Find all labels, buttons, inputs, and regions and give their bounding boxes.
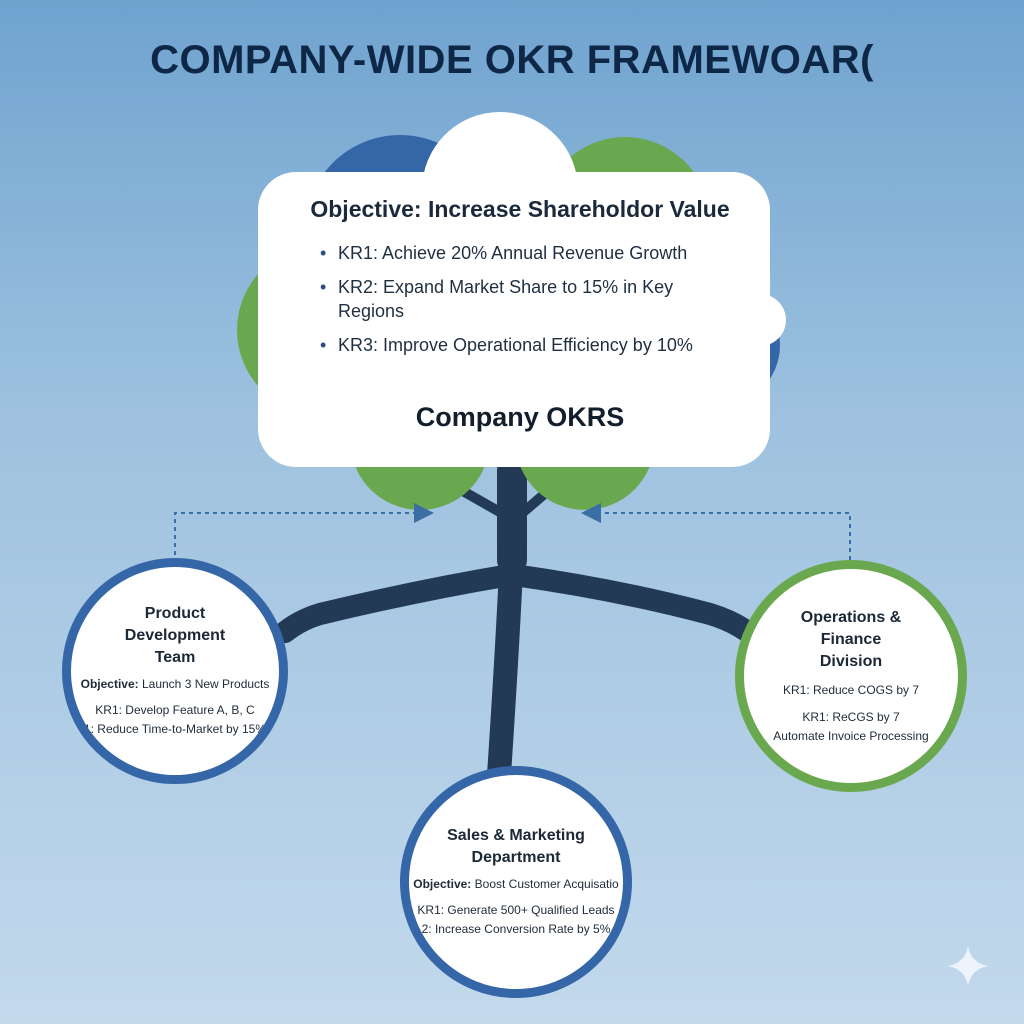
team-kr-1: KR1: Reduce COGS by 7 xyxy=(782,682,920,697)
company-kr-1: KR1: Achieve 20% Annual Revenue Growth xyxy=(310,241,750,265)
team-name: Product Development Team xyxy=(124,605,226,666)
dotted-connector-left xyxy=(174,503,434,555)
team-node-product-development: Product Development Team Objective: Laun… xyxy=(62,558,288,784)
team-node-sales-marketing: Sales & Marketing Department Objective: … xyxy=(400,766,632,998)
company-kr-2: KR2: Expand Market Share to 15% in Key R… xyxy=(310,275,750,323)
team-kr-2: 2: Increase Conversion Rate by 5% xyxy=(421,922,611,936)
company-kr-3: KR3: Improve Operational Efficiency by 1… xyxy=(310,333,750,357)
team-objective: Objective: Launch 3 New Products xyxy=(80,677,270,691)
team-kr-2: 1: Reduce Time-to-Market by 15% xyxy=(83,722,267,736)
dotted-connector-right xyxy=(581,503,851,560)
company-key-results: KR1: Achieve 20% Annual Revenue Growth K… xyxy=(310,241,750,357)
team-objective: Objective: Boost Customer Acquisatio xyxy=(413,877,619,891)
company-okrs-label: Company OKRS xyxy=(415,402,625,432)
company-objective-block: Objective: Increase Shareholdor Value KR… xyxy=(290,196,750,367)
sparkle-icon xyxy=(948,946,988,986)
team-kr-3: Automate Invoice Processing xyxy=(773,728,929,743)
page-title: COMPANY-WIDE OKR FRAMEWOAR( xyxy=(150,38,874,82)
team-kr-1: KR1: Develop Feature A, B, C xyxy=(95,703,255,717)
company-objective-title: Objective: Increase Shareholdor Value xyxy=(310,196,730,222)
team-name: Sales & Marketing Department xyxy=(447,827,585,866)
team-node-operations-finance: Operations & Finance Division KR1: Reduc… xyxy=(735,560,967,792)
team-kr-1: KR1: Generate 500+ Qualified Leads xyxy=(417,903,615,917)
tree-trunk xyxy=(274,455,756,802)
team-name: Operations & Finance Division xyxy=(800,608,902,670)
team-kr-2: KR1: ReCGS by 7 xyxy=(802,709,900,724)
